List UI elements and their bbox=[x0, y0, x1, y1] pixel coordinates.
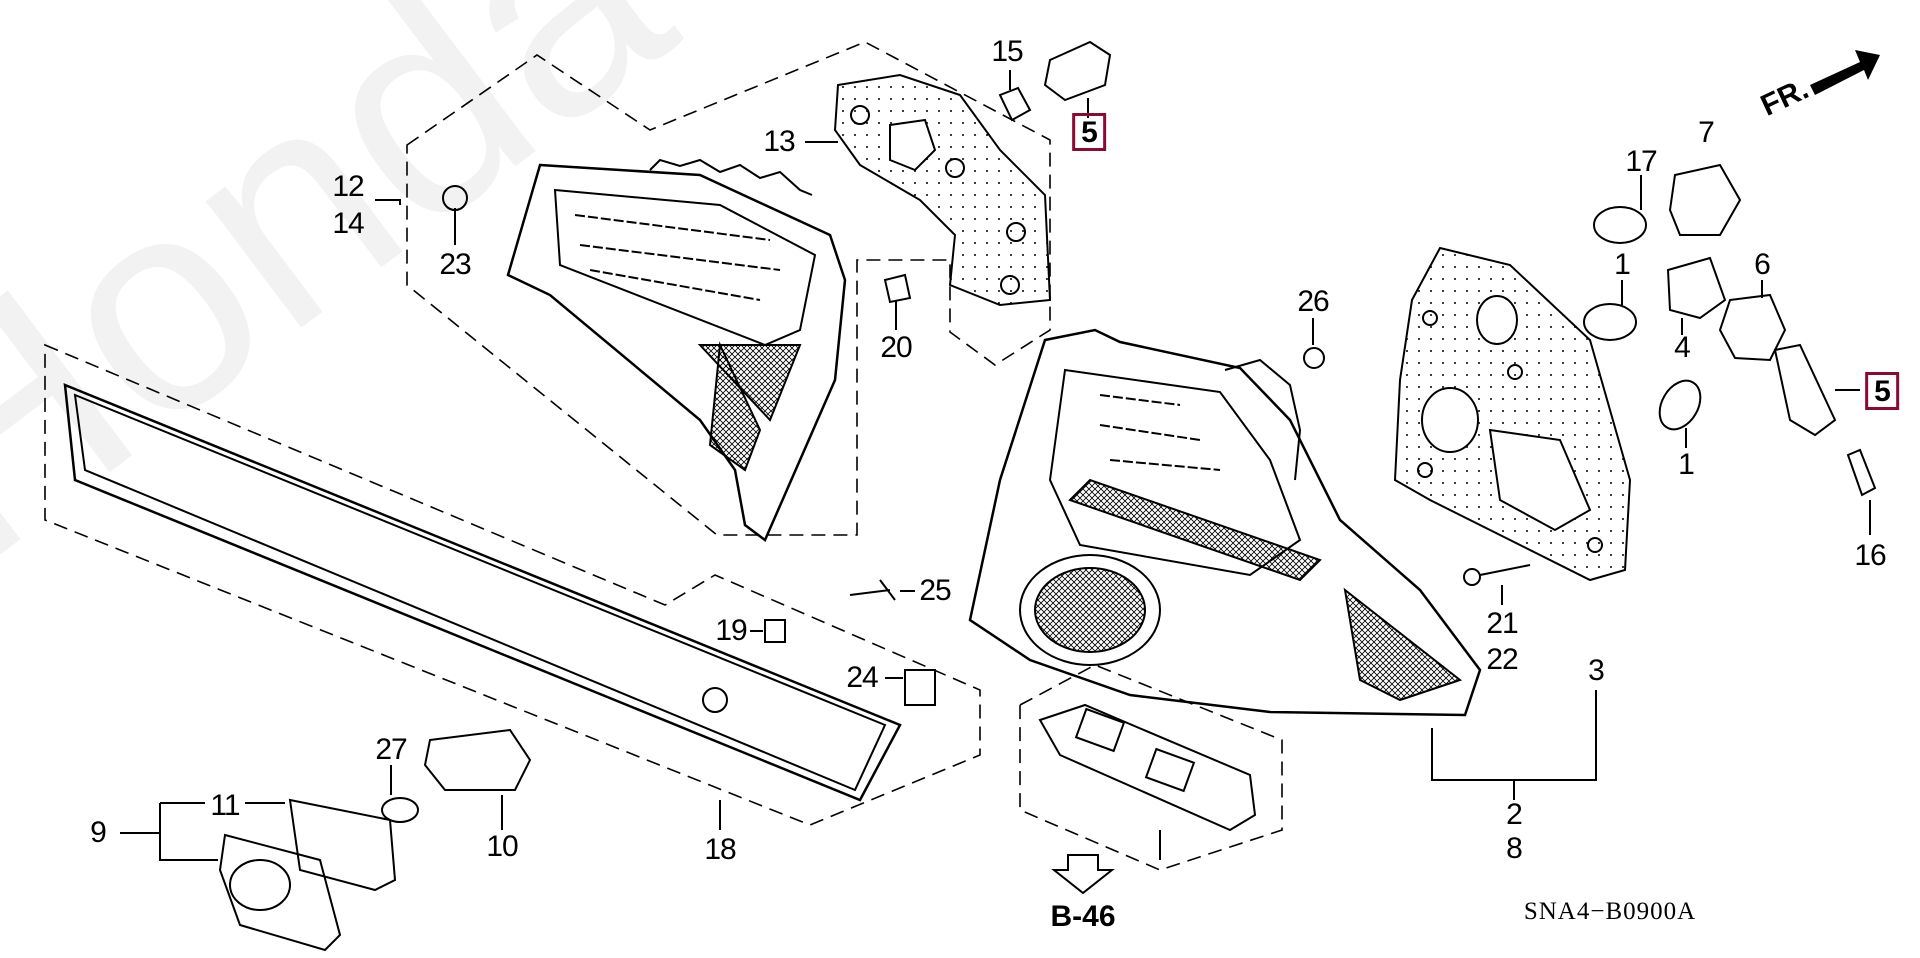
callout-2[interactable]: 2 bbox=[1506, 798, 1523, 831]
callout-13[interactable]: 13 bbox=[763, 125, 795, 158]
callout-19[interactable]: 19 bbox=[715, 614, 747, 647]
inner-taillight-drawing bbox=[506, 158, 847, 542]
callout-12[interactable]: 12 bbox=[332, 170, 364, 203]
socket-6-drawing bbox=[1718, 280, 1787, 362]
group-outline-garnish bbox=[44, 343, 981, 826]
callout-17[interactable]: 17 bbox=[1625, 145, 1657, 178]
bulb-15-drawing bbox=[998, 70, 1032, 122]
socket-4-drawing bbox=[1666, 256, 1727, 335]
clip-24-drawing bbox=[885, 669, 936, 706]
group-outline-inner-lamp bbox=[406, 41, 1051, 536]
socket-5-right-drawing bbox=[1773, 343, 1860, 437]
bulb-17-drawing bbox=[1593, 175, 1647, 244]
callout-21[interactable]: 21 bbox=[1486, 607, 1518, 640]
clip-23-drawing bbox=[442, 185, 468, 211]
callout-16[interactable]: 16 bbox=[1854, 539, 1886, 572]
outer-gasket-drawing bbox=[1393, 246, 1632, 582]
screw-25-drawing bbox=[849, 579, 915, 601]
callout-15[interactable]: 15 bbox=[991, 35, 1023, 68]
connector-plate-drawing bbox=[1038, 703, 1257, 860]
front-direction-arrow-icon bbox=[1810, 50, 1880, 95]
callout-10[interactable]: 10 bbox=[486, 830, 518, 863]
license-lamp-drawing bbox=[218, 798, 397, 952]
callout-8[interactable]: 8 bbox=[1506, 832, 1523, 865]
callout-1-lower[interactable]: 1 bbox=[1678, 448, 1695, 481]
callout-4[interactable]: 4 bbox=[1674, 331, 1691, 364]
socket-7-drawing bbox=[1668, 163, 1742, 236]
diagram-code: SNA4−B0900A bbox=[1523, 898, 1697, 925]
callout-5-highlighted[interactable]: 5 bbox=[1072, 113, 1106, 151]
callout-1-upper[interactable]: 1 bbox=[1614, 248, 1631, 281]
garnish-drawing bbox=[63, 383, 902, 830]
inner-gasket-drawing bbox=[833, 73, 1052, 307]
callout-14[interactable]: 14 bbox=[332, 207, 364, 240]
callout-9[interactable]: 9 bbox=[90, 816, 107, 849]
callout-11[interactable]: 11 bbox=[210, 789, 240, 822]
callout-6[interactable]: 6 bbox=[1754, 248, 1771, 281]
bulb-1b-drawing bbox=[1658, 379, 1702, 448]
callout-7[interactable]: 7 bbox=[1698, 116, 1715, 149]
callout-26[interactable]: 26 bbox=[1297, 285, 1329, 318]
callout-25[interactable]: 25 bbox=[919, 574, 951, 607]
callout-3[interactable]: 3 bbox=[1588, 654, 1605, 687]
reference-arrow-icon bbox=[1051, 854, 1115, 895]
callout-20[interactable]: 20 bbox=[880, 331, 912, 364]
callout-5-highlighted-right[interactable]: 5 bbox=[1865, 372, 1899, 410]
screw-21-drawing bbox=[1463, 564, 1531, 605]
clip-20-drawing bbox=[883, 273, 912, 304]
bulb-1a-drawing bbox=[1583, 280, 1637, 341]
callout-22[interactable]: 22 bbox=[1486, 643, 1518, 676]
outer-taillight-drawing bbox=[968, 328, 1482, 717]
callout-24[interactable]: 24 bbox=[846, 661, 878, 694]
bulb-27-drawing bbox=[381, 765, 419, 823]
bulb-16-drawing bbox=[1846, 448, 1877, 535]
clip-19-drawing bbox=[750, 619, 786, 643]
group-outline-socket bbox=[1019, 664, 1283, 871]
callout-18[interactable]: 18 bbox=[704, 833, 736, 866]
socket-10-drawing bbox=[423, 728, 532, 830]
nut-26-drawing bbox=[1303, 347, 1325, 369]
socket-5-top-drawing bbox=[1043, 40, 1112, 118]
callout-27[interactable]: 27 bbox=[375, 733, 407, 766]
callout-23[interactable]: 23 bbox=[439, 248, 471, 281]
reference-page-label[interactable]: B-46 bbox=[1050, 900, 1116, 933]
